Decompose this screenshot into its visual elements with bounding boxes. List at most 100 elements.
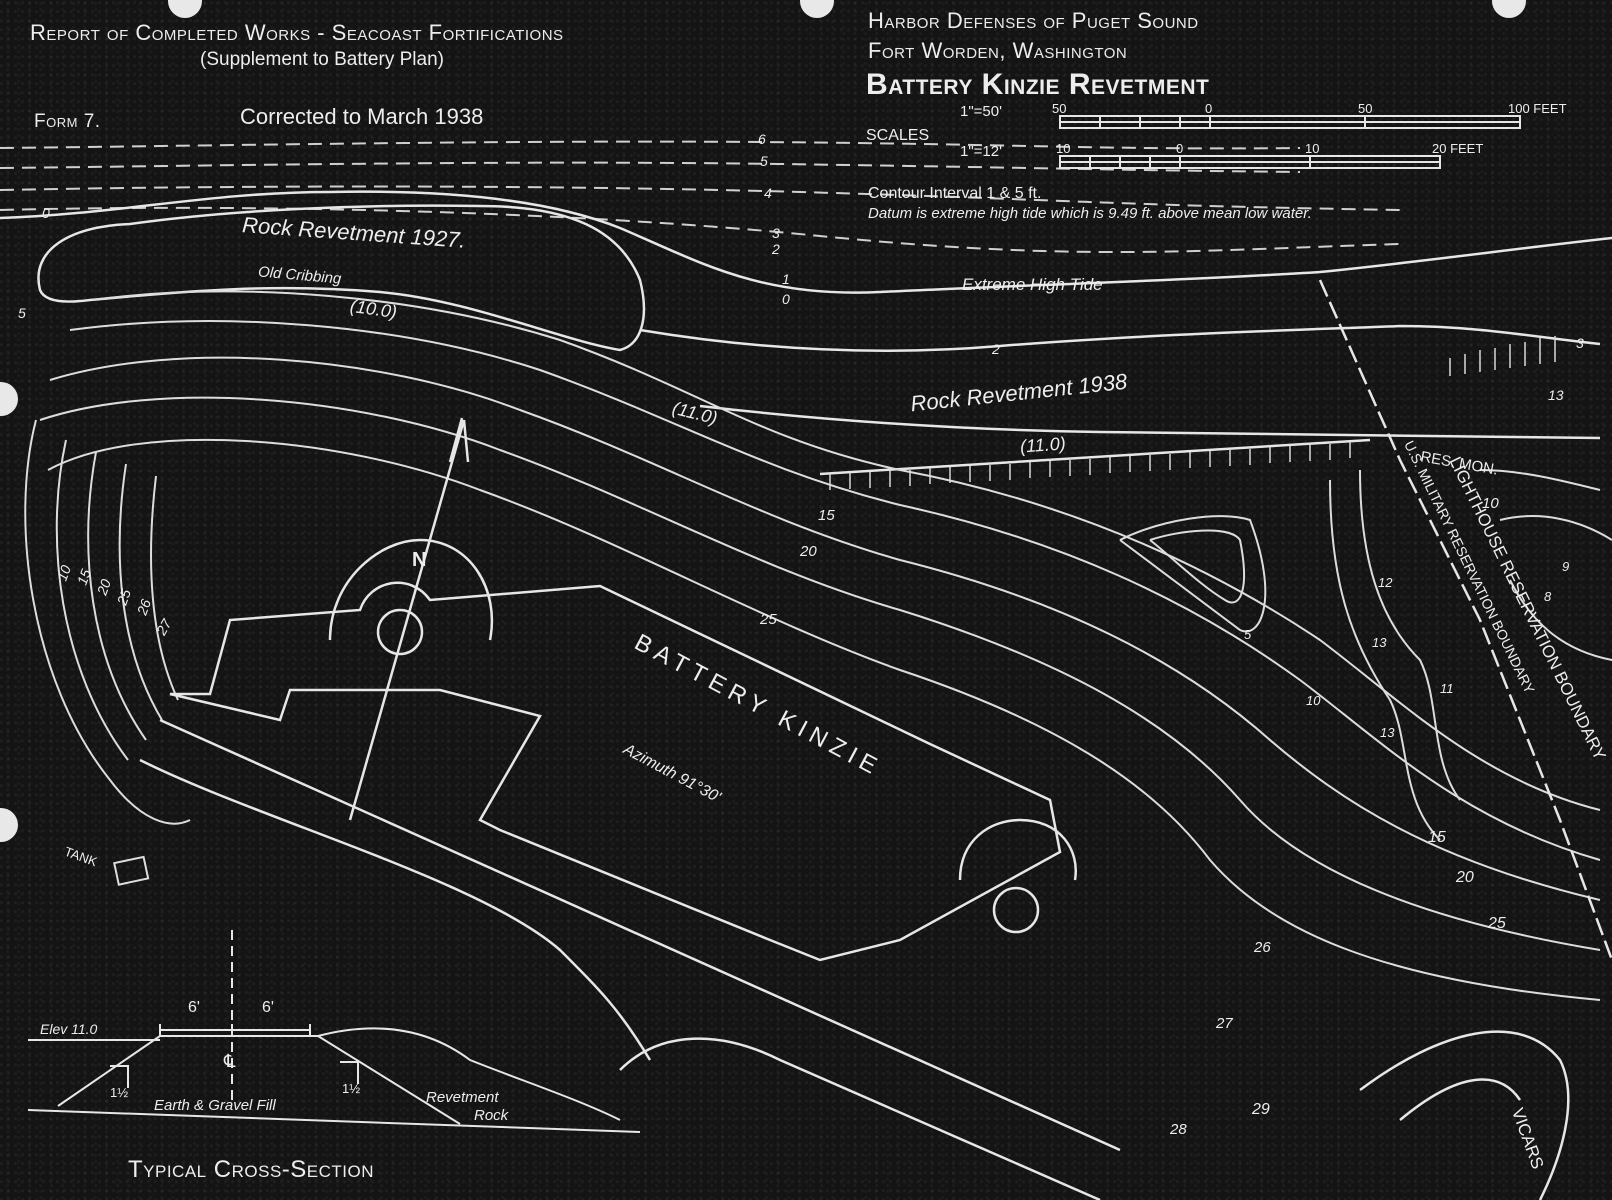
contour-label-5-left: 5 xyxy=(18,305,26,321)
contour-label-right-3: 3 xyxy=(1576,335,1584,351)
scale2-ratio: 1"=12' xyxy=(960,143,1002,160)
fort-name: Fort Worden, Washington xyxy=(868,38,1128,63)
contour-5 xyxy=(0,161,1301,173)
contour-label-right-15: 15 xyxy=(1428,829,1446,846)
contour-label-2-bay: 2 xyxy=(992,341,1000,357)
contour-label-1: 1 xyxy=(782,271,790,287)
contour-label-right-10: 10 xyxy=(1482,495,1499,512)
contour-25 xyxy=(47,438,1601,1001)
loop-contour-2 xyxy=(55,439,129,761)
rock-revetment-1938-bottom xyxy=(699,404,1601,440)
gully-contour-7 xyxy=(1509,579,1612,661)
scale-bar-1 xyxy=(1059,115,1521,129)
report-title: Report of Completed Works - Seacoast For… xyxy=(30,20,564,45)
contour-label-25: 25 xyxy=(760,611,777,628)
road-curve-right xyxy=(1359,1030,1570,1200)
scale2-tick-1: 10 xyxy=(1056,141,1071,156)
cross-section-revetment-label: Revetment xyxy=(426,1089,499,1106)
punch-hole-top-left xyxy=(168,0,202,18)
road-branch xyxy=(619,1037,1101,1200)
gully-contour-2 xyxy=(1149,529,1246,604)
revetment-title: Battery Kinzie Revetment xyxy=(866,68,1210,101)
scale2-tick-3: 10 xyxy=(1305,141,1320,156)
contour-label-gully-13a: 13 xyxy=(1372,635,1387,650)
contour-label-28: 28 xyxy=(1170,1121,1187,1138)
cross-section-slope-right: 1½ xyxy=(342,1081,361,1096)
revetment-crest xyxy=(819,438,1371,476)
contour-4 xyxy=(0,185,1401,211)
contour-label-right-25: 25 xyxy=(1488,915,1506,932)
contour-label-0: 0 xyxy=(782,291,790,307)
contour-label-29: 29 xyxy=(1252,1101,1270,1118)
contour-label-20: 20 xyxy=(800,543,817,560)
datum-note: Datum is extreme high tide which is 9.49… xyxy=(868,205,1312,222)
north-arrow-head xyxy=(448,417,470,463)
emplacement-arc-left xyxy=(328,538,494,641)
punch-hole-left-lower xyxy=(0,808,18,842)
scale1-tick-1: 50 xyxy=(1052,101,1067,116)
contour-15 xyxy=(49,356,1601,901)
north-label: N xyxy=(412,549,427,571)
contour-label-gully-12: 12 xyxy=(1378,575,1393,590)
contour-inner-2 xyxy=(69,320,1601,861)
punch-hole-top-mid xyxy=(800,0,834,18)
extreme-high-tide-label: Extreme High Tide xyxy=(962,275,1103,294)
gun-emplacement-left xyxy=(376,608,424,656)
cross-section-rock-label: Rock xyxy=(474,1107,509,1124)
cross-section-elevation: Elev 11.0 xyxy=(40,1021,98,1037)
corrected-date: Corrected to March 1938 xyxy=(240,104,484,129)
contour-label-right-13: 13 xyxy=(1548,387,1564,403)
contour-label-2: 2 xyxy=(772,241,780,257)
contour-label-gully-10: 10 xyxy=(1306,693,1321,708)
road-curve-right-inner xyxy=(1399,1078,1522,1121)
report-subtitle: (Supplement to Battery Plan) xyxy=(200,49,444,70)
gully-contour-5 xyxy=(1479,469,1601,491)
contour-label-27: 27 xyxy=(1216,1015,1233,1032)
punch-hole-left-upper xyxy=(0,382,18,416)
contour-label-gully-11: 11 xyxy=(1440,681,1454,696)
contour-label-15: 15 xyxy=(818,507,835,524)
loop-contour-5 xyxy=(150,475,179,701)
scale1-tick-3: 50 xyxy=(1358,101,1373,116)
scale1-tick-2: 0 xyxy=(1205,101,1213,116)
cross-section-drawing xyxy=(27,930,641,1133)
cross-section-title: Typical Cross-Section xyxy=(128,1156,375,1183)
cross-section-centerline: ℄ xyxy=(224,1051,236,1071)
contour-6 xyxy=(0,140,1301,150)
contour-label-0-left: 0 xyxy=(42,205,50,221)
contour-label-gully-5: 5 xyxy=(1244,627,1252,642)
gully-contour-1 xyxy=(1119,515,1267,633)
gully-contour-3 xyxy=(1359,469,1461,801)
harbor-defenses-title: Harbor Defenses of Puget Sound xyxy=(868,8,1199,33)
elevation-11-label-b: (11.0) xyxy=(1019,433,1067,457)
contour-label-6: 6 xyxy=(758,131,766,147)
gully-contour-6 xyxy=(1499,515,1612,541)
contour-label-26: 26 xyxy=(1254,939,1271,956)
rock-revetment-1938-top xyxy=(639,324,1601,352)
contour-label-right-9: 9 xyxy=(1562,559,1570,574)
contour-label-4: 4 xyxy=(764,185,772,201)
loop-contour-4 xyxy=(118,463,163,721)
contour-label-gully-13b: 13 xyxy=(1380,725,1395,740)
tank-outline xyxy=(113,855,150,886)
contour-20 xyxy=(39,396,1601,951)
hachures xyxy=(829,336,1556,490)
form-number: Form 7. xyxy=(34,111,101,132)
cross-section-dim-left: 6' xyxy=(188,999,200,1016)
shoreline xyxy=(0,190,1612,294)
contour-label-5: 5 xyxy=(760,153,768,169)
cross-section-slope-left: 1½ xyxy=(110,1085,129,1100)
contour-interval-note: Contour Interval 1 & 5 ft. xyxy=(868,185,1042,202)
scale1-ratio: 1"=50' xyxy=(960,103,1002,120)
loop-contour-3 xyxy=(87,451,147,741)
scale2-tick-4: 20 FEET xyxy=(1432,141,1484,156)
gun-emplacement-right xyxy=(992,886,1040,934)
road-edge-top xyxy=(159,718,1121,1152)
reservation-boundary xyxy=(1318,279,1612,961)
contour-label-right-20: 20 xyxy=(1456,869,1474,886)
cross-section-dim-right: 6' xyxy=(262,999,274,1016)
road-edge-bottom xyxy=(139,758,652,1061)
battery-outline xyxy=(169,581,1062,962)
